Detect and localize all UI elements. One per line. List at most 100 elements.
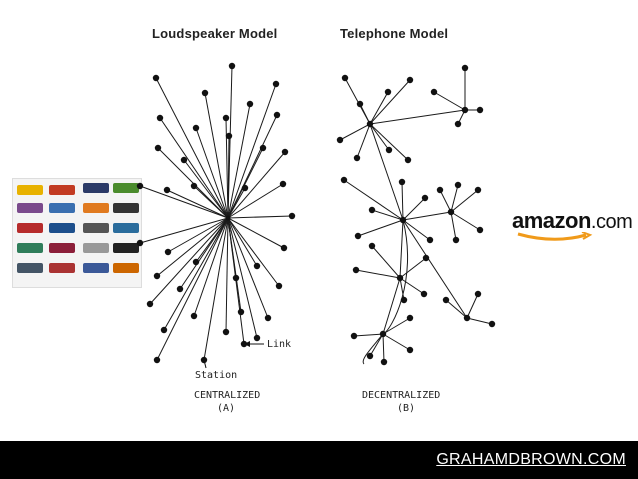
- station-pointer: [203, 359, 207, 369]
- link-line: [204, 92, 229, 219]
- station-node: [350, 332, 358, 340]
- station-node: [463, 314, 471, 322]
- logo-icon: [17, 185, 43, 195]
- link-line: [156, 217, 229, 277]
- amazon-tld: .com: [590, 211, 633, 233]
- caption-centralized: CENTRALIZED: [194, 390, 260, 401]
- link-line: [339, 123, 371, 141]
- link-line: [159, 117, 229, 219]
- link-line: [371, 245, 401, 279]
- station-node: [222, 114, 230, 122]
- link-line: [155, 77, 229, 219]
- station-node: [452, 236, 460, 244]
- station-node: [259, 144, 267, 152]
- publisher-logos-collage: [12, 178, 142, 288]
- trunk-link: [362, 219, 408, 365]
- link-line: [227, 83, 277, 219]
- link-line: [369, 79, 411, 125]
- link-line: [399, 219, 404, 279]
- link-line: [402, 219, 468, 319]
- amazon-logo: amazon.com: [512, 208, 633, 241]
- station-node: [225, 132, 233, 140]
- amazon-smile-icon: [517, 232, 593, 241]
- station-node: [288, 212, 296, 220]
- station-node: [146, 300, 154, 308]
- logo-icon: [113, 263, 139, 273]
- logo-icon: [17, 223, 43, 233]
- station-node: [154, 144, 162, 152]
- logo-icon: [113, 203, 139, 213]
- station-node: [136, 239, 144, 247]
- station-node: [447, 208, 455, 216]
- logo-icon: [17, 243, 43, 253]
- link-line: [356, 123, 371, 159]
- link-line: [227, 215, 293, 219]
- decentralized-links: [339, 68, 493, 365]
- link-line: [445, 299, 468, 319]
- station-node: [272, 80, 280, 88]
- station-node: [368, 242, 376, 250]
- station-node: [336, 136, 344, 144]
- station-node: [385, 146, 393, 154]
- logo-icon: [113, 243, 139, 253]
- station-node: [380, 358, 388, 366]
- link-line: [227, 217, 258, 339]
- station-node: [241, 184, 249, 192]
- station-node: [341, 74, 349, 82]
- link-line: [183, 159, 229, 219]
- logo-icon: [83, 223, 109, 233]
- link-line: [227, 147, 264, 219]
- logo-icon: [83, 263, 109, 273]
- station-node: [474, 186, 482, 194]
- station-node: [426, 236, 434, 244]
- station-node: [474, 290, 482, 298]
- station-label: Station: [195, 370, 237, 381]
- station-node: [280, 244, 288, 252]
- link-line: [450, 211, 457, 241]
- link-line: [450, 184, 459, 213]
- station-node: [180, 156, 188, 164]
- link-line: [163, 217, 229, 331]
- footer-site-link[interactable]: GRAHAMDBROWN.COM: [436, 451, 626, 468]
- station-node: [279, 180, 287, 188]
- station-node: [201, 89, 209, 97]
- station-node: [384, 88, 392, 96]
- link-line: [399, 257, 427, 279]
- link-line: [382, 317, 411, 335]
- amazon-word: amazon: [512, 208, 591, 233]
- station-node: [192, 124, 200, 132]
- link-line: [369, 91, 389, 125]
- link-line: [227, 217, 285, 249]
- link-line: [139, 217, 229, 244]
- station-node: [476, 226, 484, 234]
- link-line: [369, 123, 390, 151]
- link-label: Link: [267, 339, 291, 350]
- link-line: [382, 333, 385, 363]
- station-node: [232, 274, 240, 282]
- decentralized-stations: [336, 64, 496, 366]
- station-node: [190, 182, 198, 190]
- link-line: [227, 217, 269, 319]
- footer-bar: GRAHAMDBROWN.COM: [0, 441, 638, 479]
- network-diagrams: Link Station CENTRALIZED (A) DECENTRALIZ…: [136, 62, 496, 414]
- station-node: [436, 186, 444, 194]
- link-line: [433, 91, 466, 111]
- link-line: [139, 185, 229, 219]
- link-line: [227, 135, 230, 219]
- station-node: [488, 320, 496, 328]
- logo-icon: [113, 183, 139, 193]
- logo-icon: [49, 185, 75, 195]
- link-line: [227, 103, 251, 219]
- station-node: [246, 100, 254, 108]
- hub-node: [225, 215, 231, 221]
- station-node: [420, 290, 428, 298]
- station-node: [228, 62, 236, 70]
- station-node: [366, 352, 374, 360]
- logo-icon: [49, 243, 75, 253]
- station-node: [192, 258, 200, 266]
- station-node: [454, 120, 462, 128]
- station-node: [264, 314, 272, 322]
- station-node: [163, 186, 171, 194]
- station-node: [442, 296, 450, 304]
- link-arrow-icon: [244, 341, 250, 347]
